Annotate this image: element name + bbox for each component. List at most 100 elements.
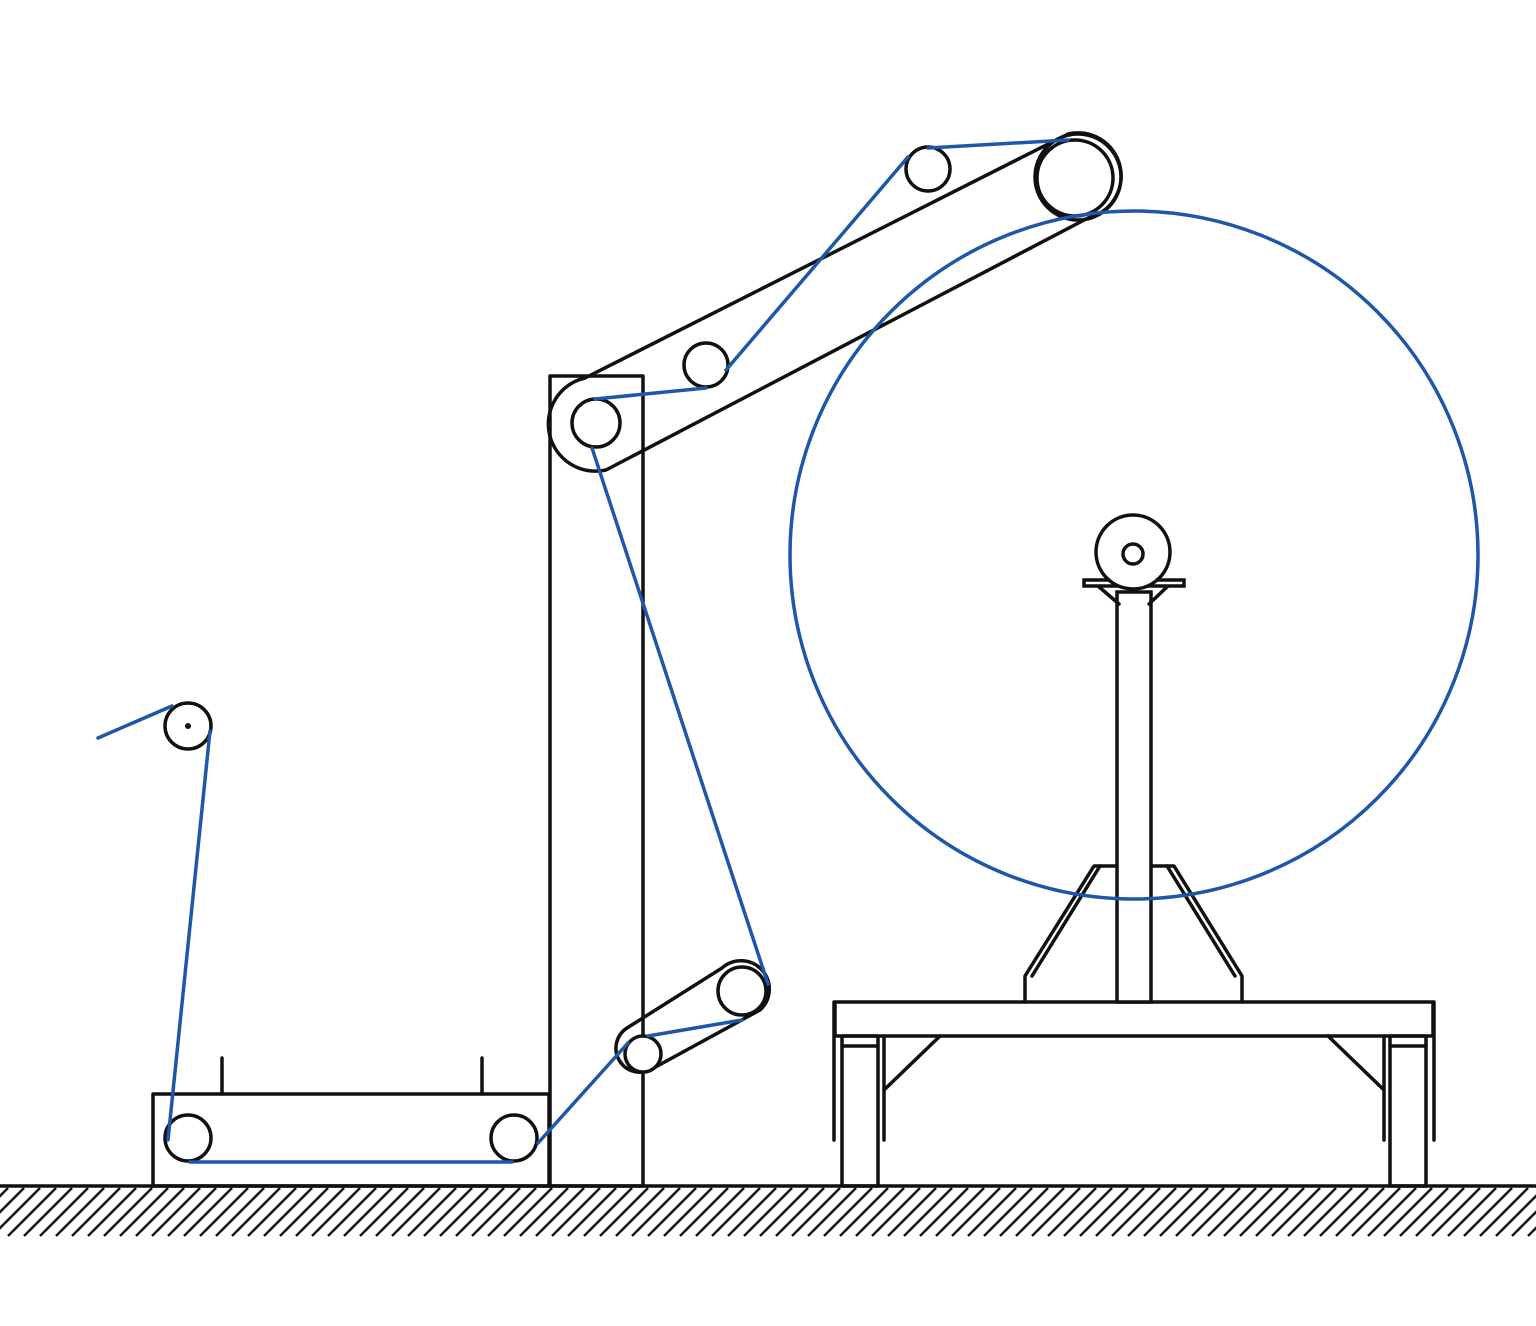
hatch-mark bbox=[855, 1187, 905, 1237]
hatch-mark bbox=[1239, 1187, 1289, 1237]
hatch-mark bbox=[775, 1187, 825, 1237]
hatch-mark bbox=[1207, 1187, 1257, 1237]
hatch-mark bbox=[487, 1187, 537, 1237]
hatch-mark bbox=[679, 1187, 729, 1237]
hatch-mark bbox=[1463, 1187, 1513, 1237]
hatch-mark bbox=[471, 1187, 521, 1237]
pedestal-gussets bbox=[1096, 584, 1170, 606]
hatch-mark bbox=[1143, 1187, 1193, 1237]
hatch-mark bbox=[295, 1187, 345, 1237]
hatch-mark bbox=[0, 1187, 41, 1230]
hatch-mark bbox=[583, 1187, 633, 1237]
hatch-mark bbox=[871, 1187, 921, 1237]
hatch-mark bbox=[1431, 1187, 1481, 1237]
hatch-mark bbox=[1287, 1187, 1337, 1237]
hatch-mark bbox=[1399, 1187, 1449, 1237]
hatch-mark bbox=[743, 1187, 793, 1237]
guide-roller-axle bbox=[185, 723, 191, 729]
hatch-mark bbox=[599, 1187, 649, 1237]
hatch-mark bbox=[103, 1187, 153, 1237]
hatch-mark bbox=[87, 1187, 137, 1237]
hatch-mark bbox=[1159, 1187, 1209, 1237]
web-down-leg bbox=[166, 729, 212, 1142]
hatch-mark bbox=[55, 1187, 105, 1237]
table-leg-left bbox=[840, 1034, 880, 1188]
hatch-mark bbox=[1271, 1187, 1321, 1237]
hatch-mark bbox=[327, 1187, 377, 1237]
hatch-mark bbox=[663, 1187, 713, 1237]
hatch-mark bbox=[455, 1187, 505, 1237]
hatch-mark bbox=[695, 1187, 745, 1237]
spindle-pedestal bbox=[1023, 513, 1244, 1004]
hatch-mark bbox=[1447, 1187, 1497, 1237]
hatch-mark bbox=[199, 1187, 249, 1237]
hatch-mark bbox=[919, 1187, 969, 1237]
hatch-mark bbox=[151, 1187, 201, 1237]
table-brace-right bbox=[1326, 1034, 1386, 1092]
arm-mid-roller bbox=[682, 341, 730, 389]
table-leg-right bbox=[1388, 1034, 1428, 1188]
web-entry bbox=[96, 704, 174, 740]
hatch-mark bbox=[1479, 1187, 1529, 1237]
hatch-mark bbox=[807, 1187, 857, 1237]
hatch-mark bbox=[503, 1187, 553, 1237]
web-dancer-span bbox=[646, 1018, 744, 1038]
hatch-mark bbox=[1015, 1187, 1065, 1237]
hatch-mark bbox=[1063, 1187, 1113, 1237]
lower-dancer-arm bbox=[614, 958, 772, 1074]
hatch-mark bbox=[1127, 1187, 1177, 1237]
hatch-mark bbox=[1303, 1187, 1353, 1237]
hatch-mark bbox=[967, 1187, 1017, 1237]
hatch-mark bbox=[39, 1187, 89, 1237]
arm-upper-roller bbox=[904, 145, 952, 193]
ground-hatch bbox=[0, 1187, 1536, 1237]
hatch-mark bbox=[0, 1187, 25, 1214]
hatch-mark bbox=[391, 1187, 441, 1237]
column-body bbox=[548, 374, 645, 1188]
hatch-mark bbox=[343, 1187, 393, 1237]
hatch-mark bbox=[519, 1187, 569, 1237]
web-pivot-to-mid bbox=[593, 386, 708, 401]
hatch-mark bbox=[7, 1187, 57, 1237]
hatch-mark bbox=[951, 1187, 1001, 1237]
hatch-mark bbox=[1319, 1187, 1369, 1237]
web-path bbox=[96, 138, 1070, 1164]
web-upper-to-end bbox=[926, 138, 1070, 150]
dancer-arm-body bbox=[614, 958, 772, 1074]
top-swing-arm bbox=[546, 131, 1123, 473]
hatch-mark bbox=[1511, 1210, 1536, 1237]
vertical-column bbox=[548, 374, 645, 1188]
hatch-mark bbox=[423, 1187, 473, 1237]
hatch-mark bbox=[1223, 1187, 1273, 1237]
hatch-mark bbox=[247, 1187, 297, 1237]
guide-roller bbox=[163, 701, 213, 751]
low-roller-right bbox=[489, 1113, 539, 1163]
hatch-mark bbox=[791, 1187, 841, 1237]
hatch-mark bbox=[407, 1187, 457, 1237]
low-roller-left bbox=[163, 1113, 213, 1163]
hatch-mark bbox=[727, 1187, 777, 1237]
hatch-mark bbox=[231, 1187, 281, 1237]
hatch-mark bbox=[359, 1187, 409, 1237]
hatch-mark bbox=[535, 1187, 585, 1237]
hatch-mark bbox=[647, 1187, 697, 1237]
web-mid-to-upper bbox=[724, 155, 910, 372]
hatch-mark bbox=[1191, 1187, 1241, 1237]
hatch-mark bbox=[1175, 1187, 1225, 1237]
ground bbox=[0, 1184, 1536, 1237]
left-guide-roller bbox=[163, 701, 213, 751]
hatch-mark bbox=[1031, 1187, 1081, 1237]
hatch-mark bbox=[1383, 1187, 1433, 1237]
hatch-mark bbox=[279, 1187, 329, 1237]
hatch-mark bbox=[311, 1187, 361, 1237]
pedestal-post bbox=[1115, 590, 1153, 1004]
arm-end-roller-outer bbox=[1033, 132, 1123, 222]
hatch-mark bbox=[1095, 1187, 1145, 1237]
arm-pivot-roller bbox=[570, 397, 622, 449]
web-up-to-dancer bbox=[536, 1041, 630, 1145]
hatch-mark bbox=[119, 1187, 169, 1237]
hatch-mark bbox=[839, 1187, 889, 1237]
hatch-mark bbox=[1415, 1187, 1465, 1237]
